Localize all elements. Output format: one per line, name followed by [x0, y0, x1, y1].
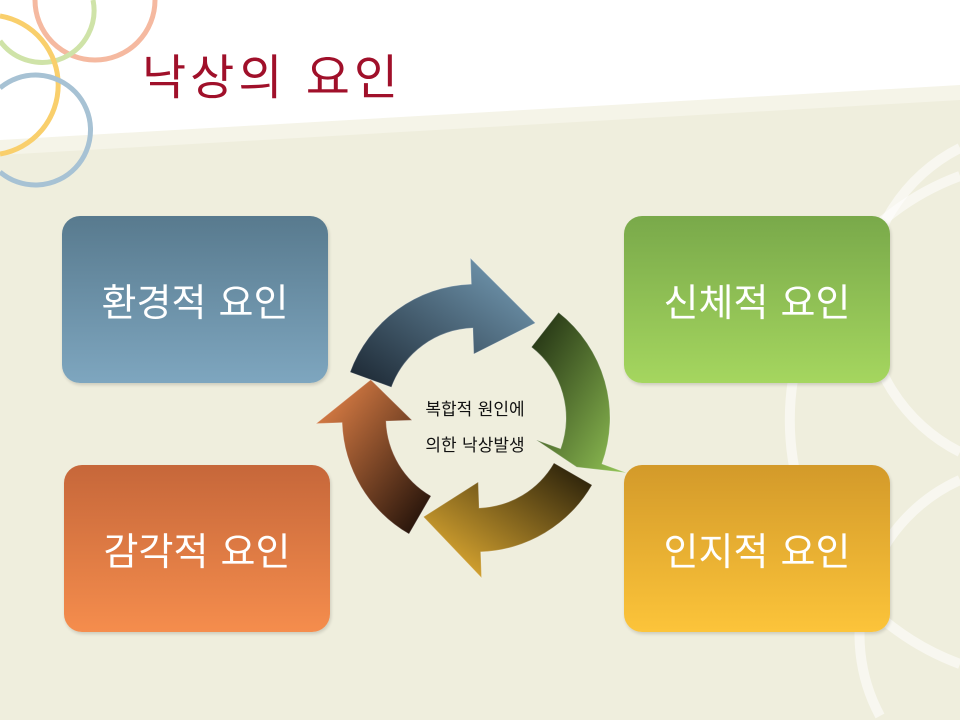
factor-sensory: 감각적 요인: [64, 465, 330, 632]
factor-label: 신체적 요인: [663, 281, 851, 325]
factor-cognitive: 인지적 요인: [624, 465, 890, 632]
factor-label: 인지적 요인: [663, 530, 851, 574]
center-text-line2: 의한 낙상발생: [425, 436, 525, 456]
factor-label: 감각적 요인: [103, 530, 291, 574]
center-caption: 복합적 원인에 의한 낙상발생: [395, 392, 555, 464]
decorative-circles: [0, 0, 158, 188]
factor-label: 환경적 요인: [101, 281, 289, 325]
center-text-line1: 복합적 원인에: [425, 400, 525, 420]
factor-environmental: 환경적 요인: [62, 216, 328, 383]
arrow-blue: [349, 256, 537, 388]
arrow-orange: [314, 379, 432, 535]
arrow-yellow: [422, 462, 593, 580]
factor-physical: 신체적 요인: [624, 216, 890, 383]
slide-title: 낙상의 요인: [142, 50, 403, 106]
arrow-green: [530, 311, 627, 474]
